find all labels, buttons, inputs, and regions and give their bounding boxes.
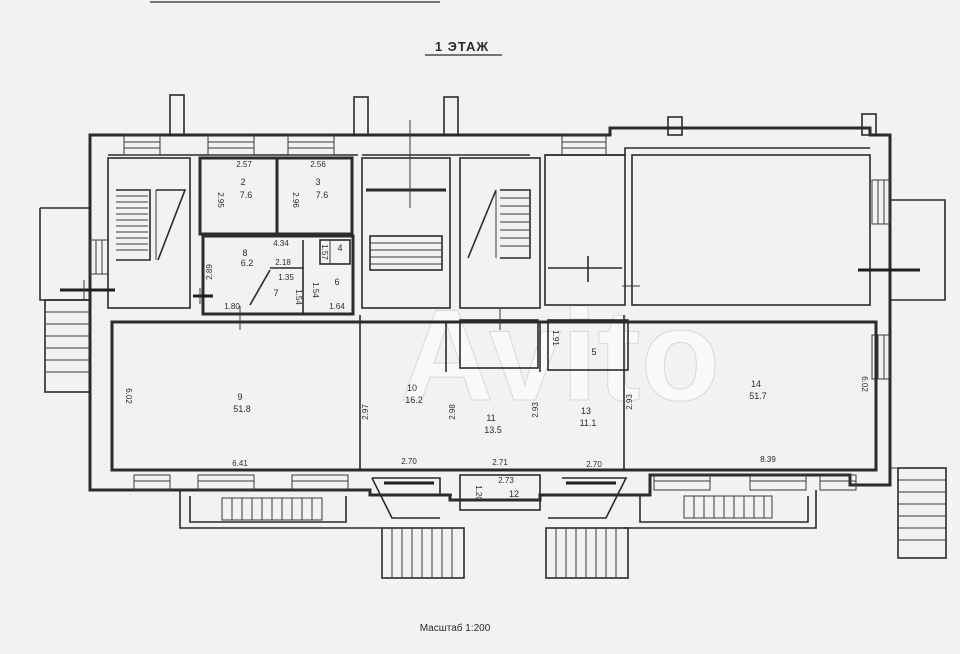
room-area-14: 51.7 [749,391,767,401]
room-number-2: 2 [240,177,245,187]
central-stair-block [361,120,451,309]
dim-2-71: 2.71 [492,458,508,467]
dim-2-73: 2.73 [498,476,514,485]
room-area-2: 7.6 [240,190,253,200]
rooms-8-7-6-4 [193,234,355,316]
top-windows [89,134,891,380]
room-number-10: 10 [407,383,417,393]
room-area-3: 7.6 [316,190,329,200]
dim-1-80: 1.80 [224,302,240,311]
dim-4-34: 4.34 [273,239,289,248]
left-stair-block [107,157,191,309]
dim-1-20: 1.20 [474,485,483,501]
right-exterior-stairs [858,268,947,559]
scale-caption: Масштаб 1:200 [420,622,491,634]
room-number-5: 5 [591,347,596,357]
bottom-windows [133,474,857,491]
dim-2-96: 2.96 [291,192,300,208]
dim-1-91: 1.91 [551,330,560,346]
room-area-13: 11.1 [580,418,597,428]
rooms-2-3 [198,156,354,236]
room-number-12: 12 [509,489,519,499]
room-number-7: 7 [273,288,278,298]
dim-2-97: 2.97 [361,404,370,420]
dim-2-93b: 2.93 [625,394,634,410]
dim-1-57: 1.57 [320,244,329,260]
dim-6-02b: 6.02 [860,376,869,392]
right-upper-rooms [544,154,871,306]
room-number-4: 4 [337,243,342,253]
dim-2-57: 2.57 [236,160,252,169]
room-number-8: 8 [242,248,247,258]
room-number-13: 13 [581,406,591,416]
dim-1-64: 1.64 [329,302,345,311]
main-halls [110,306,878,472]
dim-2-89: 2.89 [205,264,214,280]
left-exterior-stairs [44,280,115,393]
vent-stubs [169,94,877,136]
room-area-11: 13.5 [484,425,502,435]
room-number-3: 3 [315,177,320,187]
room-number-11: 11 [486,413,495,423]
room-area-10: 16.2 [405,395,423,405]
room-number-14: 14 [751,379,761,389]
dim-2-70b: 2.70 [586,460,602,469]
dim-2-95: 2.95 [216,192,225,208]
room-labels: 2 7.6 3 7.6 8 6.2 7 6 4 9 51.8 10 16.2 1… [233,177,767,499]
entrance-vestibules [179,474,817,579]
dimension-labels: 2.57 2.56 2.95 2.96 4.34 2.18 1.35 1.64 … [124,160,869,501]
dim-1-54a: 1.54 [294,289,303,305]
dim-1-35: 1.35 [278,273,294,282]
room-number-9: 9 [237,392,242,402]
dim-2-56: 2.56 [310,160,326,169]
watermark-text: Avito [400,282,720,428]
room-number-6: 6 [334,277,339,287]
dim-1-54b: 1.54 [311,282,320,298]
dim-2-70a: 2.70 [401,457,417,466]
dim-6-02a: 6.02 [124,388,133,404]
room-area-9: 51.8 [233,404,251,414]
room-area-8: 6.2 [241,258,254,268]
dim-2-18: 2.18 [275,258,291,267]
dim-6-41: 6.41 [232,459,248,468]
plan-title: 1 ЭТАЖ [435,39,489,54]
dim-2-98: 2.98 [448,404,457,420]
dim-8-39: 8.39 [760,455,776,464]
dim-2-93a: 2.93 [531,402,540,418]
